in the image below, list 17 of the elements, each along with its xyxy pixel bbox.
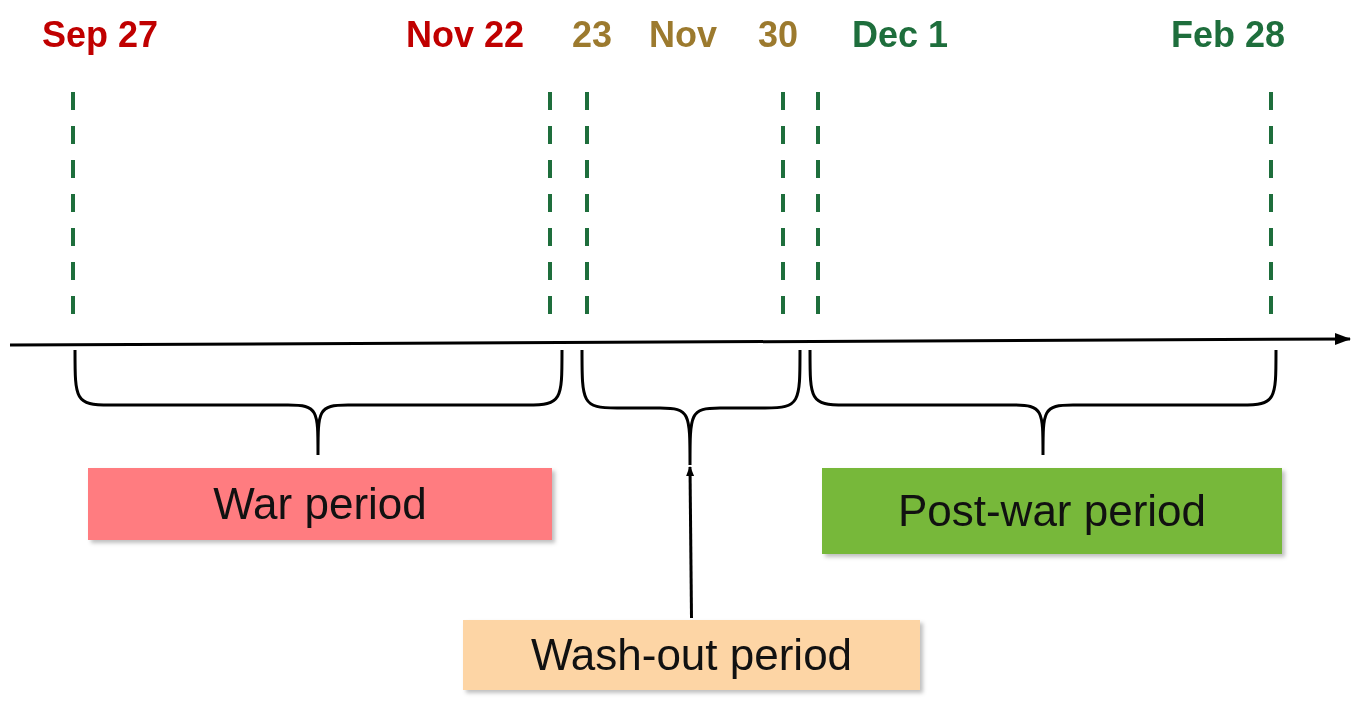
- period-box: [822, 468, 1282, 554]
- brace: [580, 350, 802, 467]
- date-label: Feb 28: [1171, 15, 1285, 55]
- arrow: [686, 466, 695, 618]
- date-label: Nov: [649, 15, 717, 55]
- period-label: War period: [213, 479, 427, 529]
- date-label: Sep 27: [41, 15, 159, 55]
- period-box: [463, 620, 920, 690]
- brace: [73, 350, 564, 457]
- period-label: Post-war period: [897, 486, 1207, 536]
- date-label: 30: [758, 15, 798, 55]
- period-label: Wash-out period: [530, 630, 853, 680]
- date-label: Dec 1: [851, 15, 949, 55]
- date-label: 23: [572, 15, 612, 55]
- brace: [808, 350, 1278, 457]
- date-label: Nov 22: [405, 15, 525, 55]
- period-box: [88, 468, 552, 540]
